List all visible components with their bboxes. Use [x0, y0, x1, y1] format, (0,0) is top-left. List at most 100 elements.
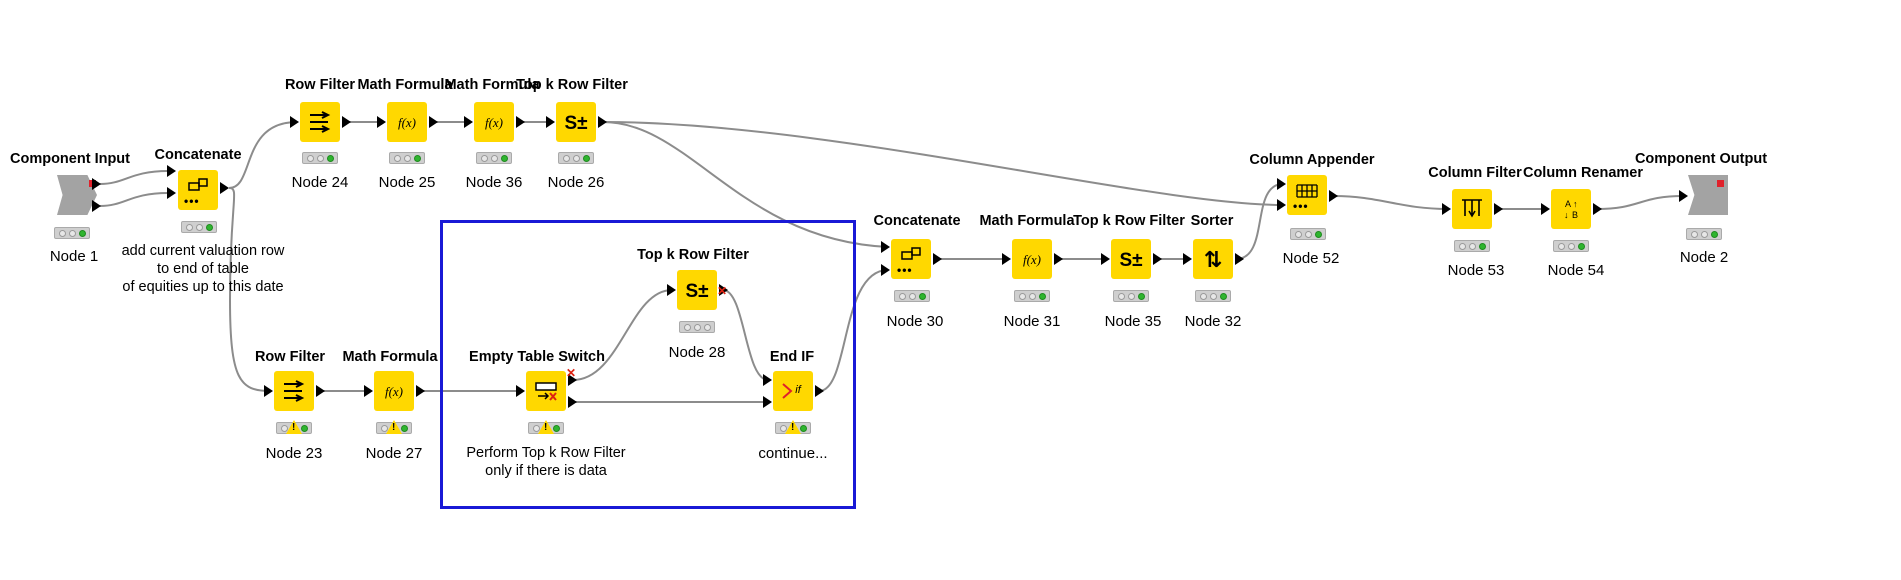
input-port[interactable]: [1183, 253, 1192, 265]
node-label[interactable]: Node 28: [668, 344, 726, 361]
connection: [602, 121, 1284, 206]
output-port[interactable]: [815, 385, 824, 397]
input-port[interactable]: [1277, 178, 1286, 190]
output-port[interactable]: [429, 116, 438, 128]
math-formula-icon[interactable]: f(x): [374, 371, 414, 411]
node-title: Sorter: [1190, 213, 1234, 229]
empty-table-switch-icon[interactable]: [526, 371, 566, 411]
input-port[interactable]: [667, 284, 676, 296]
node-label[interactable]: Node 2: [1679, 249, 1729, 266]
node-annotation[interactable]: Perform Top k Row Filter only if there i…: [466, 445, 626, 479]
output-port[interactable]: [1593, 203, 1602, 215]
output-port[interactable]: [416, 385, 425, 397]
node-label[interactable]: Node 25: [378, 174, 436, 191]
node-status: [1014, 290, 1050, 302]
connection: [1235, 183, 1284, 260]
node-label[interactable]: Node 32: [1184, 313, 1242, 330]
node-status: [302, 152, 338, 164]
output-port[interactable]: [92, 200, 101, 212]
node-label[interactable]: Node 24: [291, 174, 349, 191]
output-port[interactable]: [342, 116, 351, 128]
column-filter-icon[interactable]: [1452, 189, 1492, 229]
concatenate-icon[interactable]: •••: [178, 170, 218, 210]
output-port[interactable]: [1235, 253, 1244, 265]
input-port[interactable]: [546, 116, 555, 128]
top-k-row-filter-icon[interactable]: S±: [556, 102, 596, 142]
input-port[interactable]: [1541, 203, 1550, 215]
column-appender-icon[interactable]: •••: [1287, 175, 1327, 215]
input-port[interactable]: [1002, 253, 1011, 265]
input-port[interactable]: [364, 385, 373, 397]
math-glyph: f(x): [1023, 252, 1041, 267]
output-port[interactable]: [220, 182, 229, 194]
input-port[interactable]: [1101, 253, 1110, 265]
node-label[interactable]: Node 27: [365, 445, 423, 462]
annotation-box[interactable]: [440, 220, 856, 509]
output-port[interactable]: [1494, 203, 1503, 215]
node-label[interactable]: Node 54: [1547, 262, 1605, 279]
input-port[interactable]: [1277, 199, 1286, 211]
output-port[interactable]: [92, 178, 101, 190]
input-port[interactable]: [881, 241, 890, 253]
top-k-row-filter-icon[interactable]: S±: [1111, 239, 1151, 279]
output-port[interactable]: [316, 385, 325, 397]
end-if-glyph: if: [795, 384, 801, 396]
output-port[interactable]: [516, 116, 525, 128]
variable-port-dots: •••: [1293, 199, 1309, 213]
output-port[interactable]: [719, 284, 728, 296]
output-port[interactable]: [598, 116, 607, 128]
output-port[interactable]: [1153, 253, 1162, 265]
node-label[interactable]: Node 1: [49, 248, 99, 265]
node-label[interactable]: Node 36: [465, 174, 523, 191]
input-port[interactable]: [881, 264, 890, 276]
connection: [722, 289, 769, 381]
node-title: Empty Table Switch: [469, 349, 605, 365]
connection: [228, 187, 271, 392]
input-port[interactable]: [516, 385, 525, 397]
node-label[interactable]: Node 26: [547, 174, 605, 191]
node-label[interactable]: continue...: [758, 445, 828, 462]
node-label[interactable]: Node 53: [1447, 262, 1505, 279]
node-label[interactable]: Node 30: [886, 313, 944, 330]
output-port[interactable]: [568, 396, 577, 408]
math-formula-icon[interactable]: f(x): [387, 102, 427, 142]
column-renamer-icon[interactable]: A↑↓B: [1551, 189, 1591, 229]
input-port[interactable]: [1679, 190, 1688, 202]
node-title: Math Formula: [444, 77, 540, 93]
concatenate-icon[interactable]: •••: [891, 239, 931, 279]
topk-glyph: S±: [564, 113, 587, 134]
input-port[interactable]: [264, 385, 273, 397]
connection: [99, 170, 169, 185]
node-label[interactable]: Node 52: [1282, 250, 1340, 267]
connection: [228, 121, 298, 189]
input-port[interactable]: [1442, 203, 1451, 215]
input-port[interactable]: [290, 116, 299, 128]
row-filter-icon[interactable]: [274, 371, 314, 411]
node-status: [1686, 228, 1722, 240]
math-formula-icon[interactable]: f(x): [474, 102, 514, 142]
input-port[interactable]: [763, 396, 772, 408]
sorter-icon[interactable]: ⇅: [1193, 239, 1233, 279]
output-port[interactable]: [1054, 253, 1063, 265]
math-formula-icon[interactable]: f(x): [1012, 239, 1052, 279]
input-port[interactable]: [377, 116, 386, 128]
input-port[interactable]: [763, 374, 772, 386]
node-label[interactable]: Node 23: [265, 445, 323, 462]
output-port[interactable]: [933, 253, 942, 265]
input-port[interactable]: [167, 165, 176, 177]
node-annotation[interactable]: add current valuation row to end of tabl…: [121, 243, 285, 295]
node-label[interactable]: Node 35: [1104, 313, 1162, 330]
row-filter-icon[interactable]: [300, 102, 340, 142]
svg-text:↓: ↓: [1564, 210, 1569, 220]
node-label[interactable]: Node 31: [1003, 313, 1061, 330]
inactive-port-icon: ✕: [566, 366, 577, 380]
end-if-icon[interactable]: if: [773, 371, 813, 411]
node-title: End IF: [769, 349, 815, 365]
top-k-row-filter-icon[interactable]: S±: [677, 270, 717, 310]
output-port[interactable]: [568, 374, 577, 386]
input-port[interactable]: [167, 187, 176, 199]
output-port[interactable]: [1329, 190, 1338, 202]
input-port[interactable]: [464, 116, 473, 128]
node-status: [54, 227, 90, 239]
math-glyph: f(x): [385, 384, 403, 399]
